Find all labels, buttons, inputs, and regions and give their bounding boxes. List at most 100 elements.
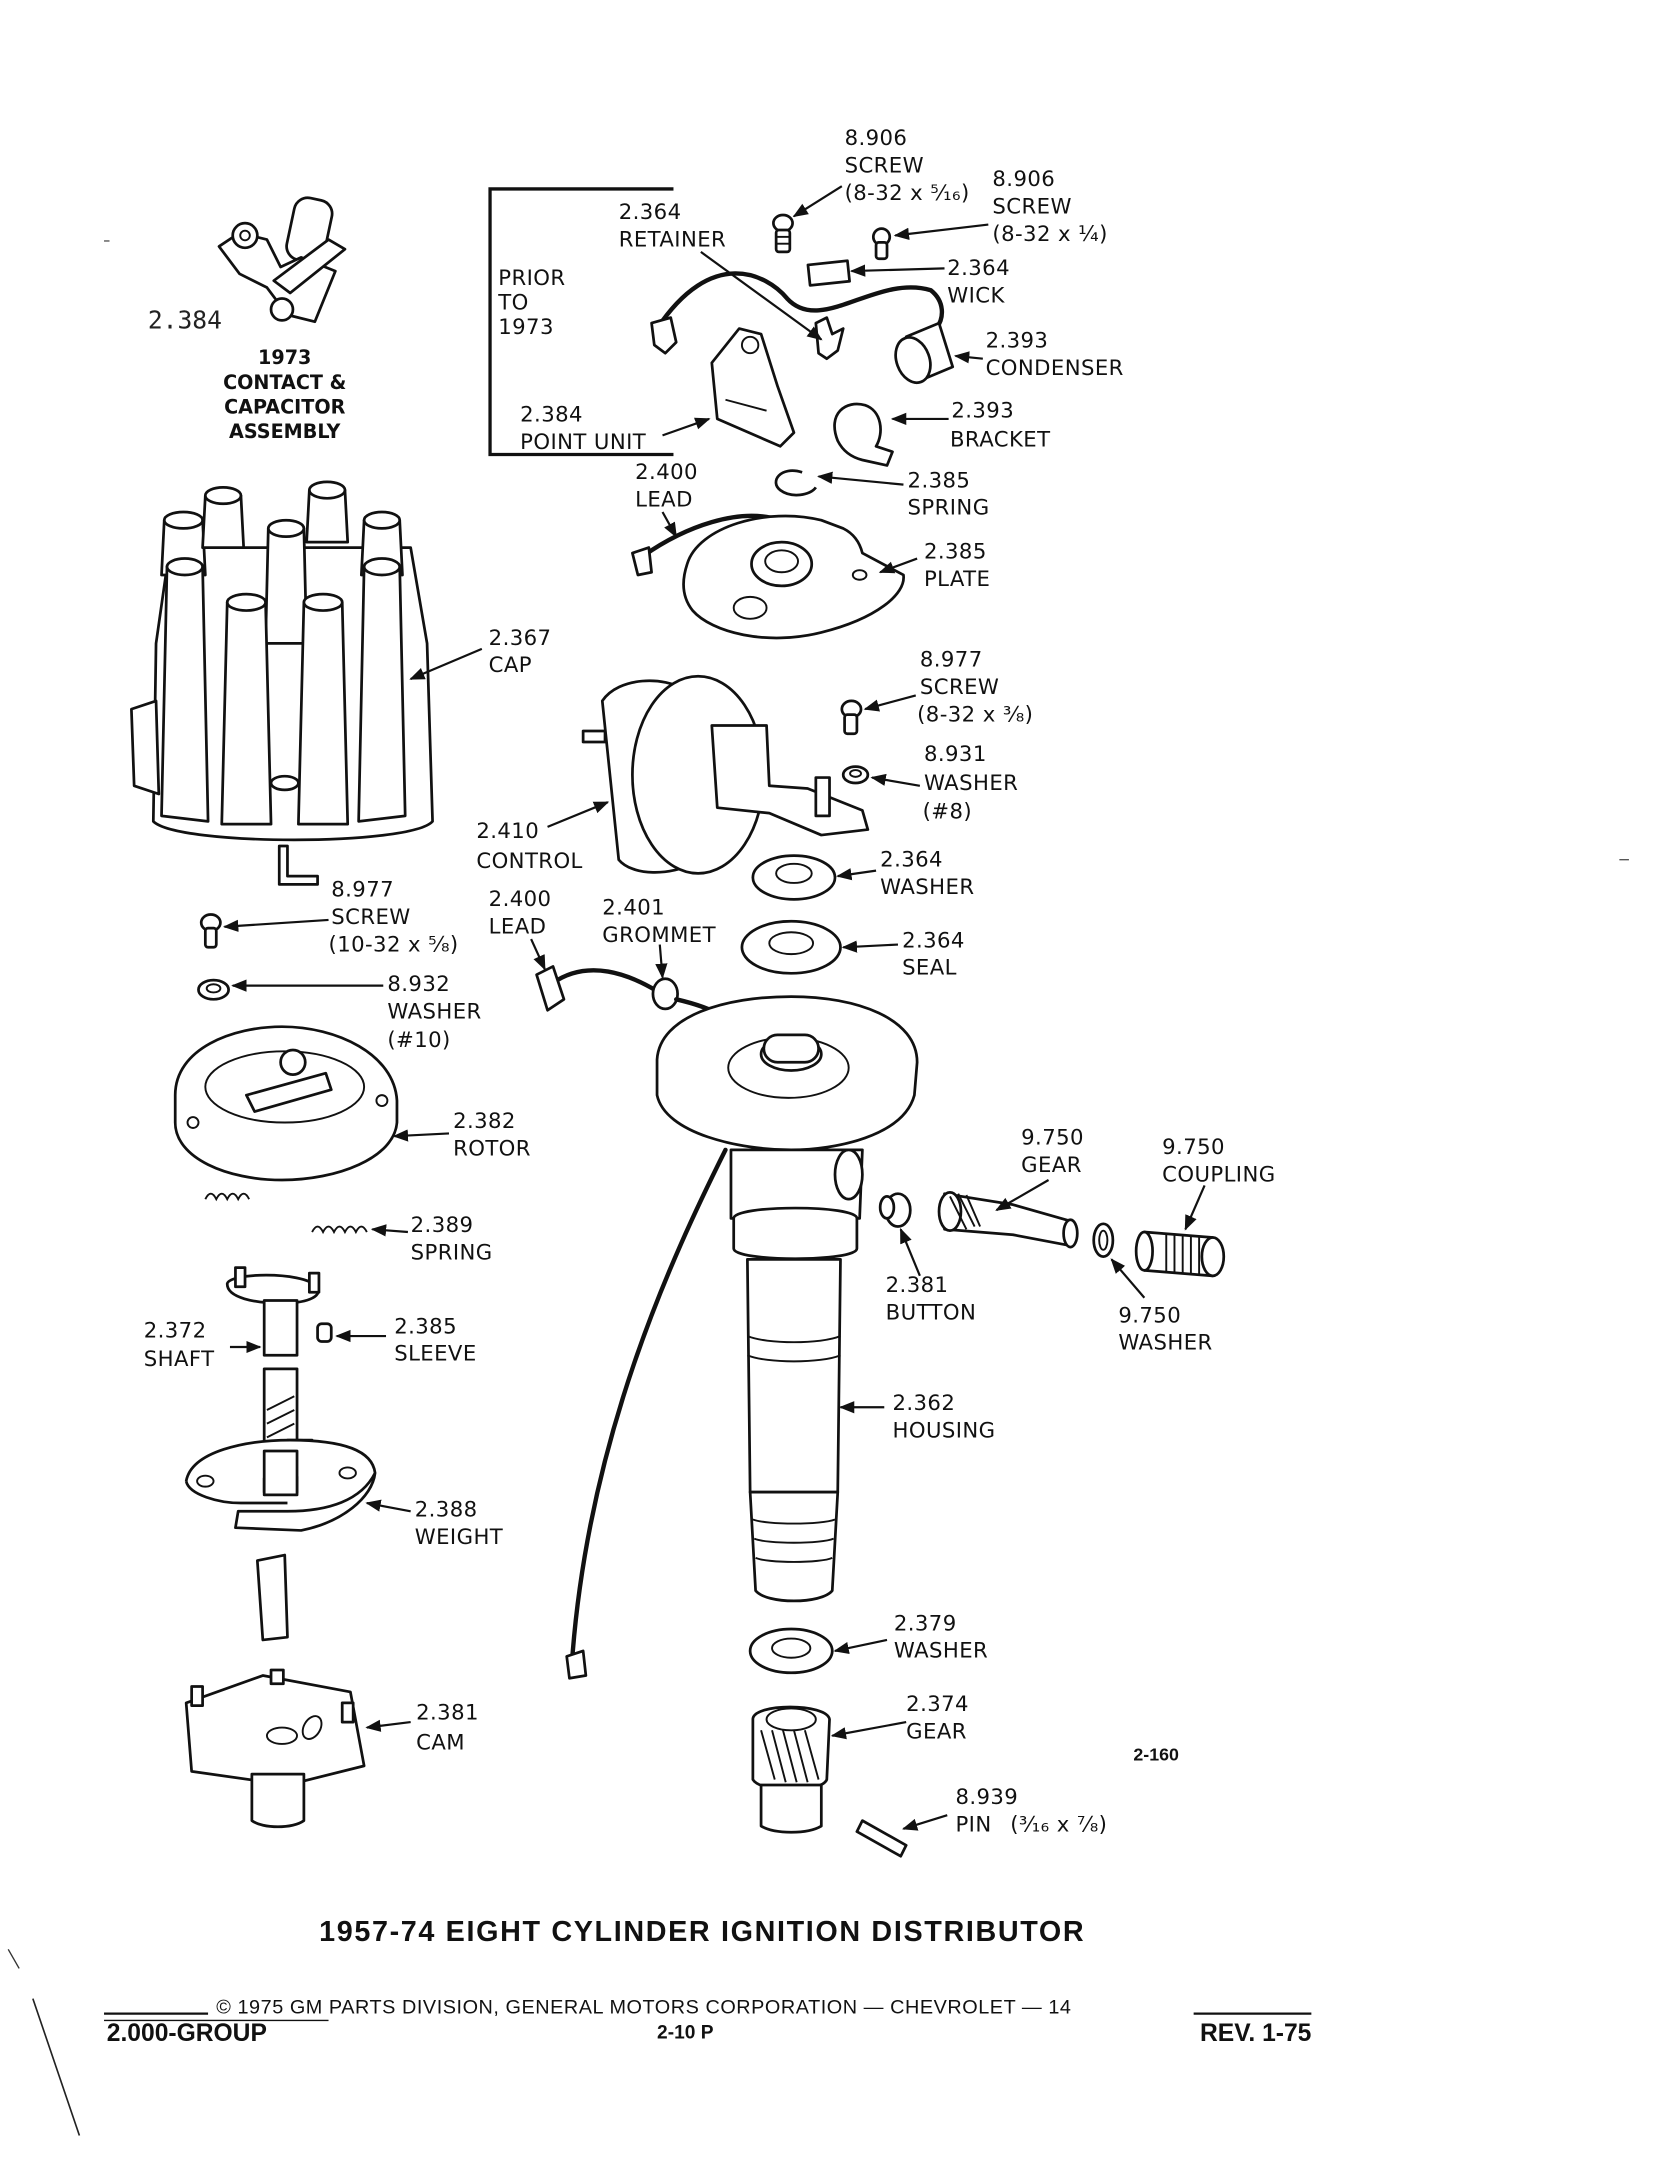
plate-number: 2.385 bbox=[924, 540, 987, 565]
cap-name: CAP bbox=[489, 653, 532, 678]
footer-revision: REV. 1-75 bbox=[1200, 2020, 1312, 2047]
washer-9750-number: 9.750 bbox=[1118, 1303, 1181, 1328]
weight-number: 2.388 bbox=[415, 1498, 478, 1523]
seal-icon bbox=[740, 919, 842, 975]
bracket-name: BRACKET bbox=[950, 427, 1051, 452]
spring-weight-number: 2.389 bbox=[411, 1213, 474, 1238]
sleeve-name: SLEEVE bbox=[394, 1342, 476, 1367]
vacuum-control-icon bbox=[581, 674, 870, 875]
washer-8932-size: (#10) bbox=[387, 1028, 450, 1053]
assembly-1973-caption-4: ASSEMBLY bbox=[229, 420, 342, 443]
part-condenser: 2.393 CONDENSER bbox=[650, 271, 1124, 385]
footer-copyright: © 1975 GM PARTS DIVISION, GENERAL MOTORS… bbox=[216, 1997, 1071, 2019]
contact-capacitor-assembly-1973: 2.384 1973 CONTACT & CAPACITOR ASSEMBLY bbox=[148, 196, 346, 443]
assembly-1973-caption-2: CONTACT & bbox=[223, 371, 346, 394]
part-button: 2.381 BUTTON bbox=[878, 1192, 977, 1326]
gear-2374-name: GEAR bbox=[906, 1719, 967, 1744]
part-washer-8932: 8.932 WASHER (#10) bbox=[197, 972, 481, 1053]
coupling-name: COUPLING bbox=[1162, 1162, 1275, 1187]
prior-1973-inset: PRIOR TO 1973 bbox=[488, 187, 674, 457]
part-gear-2374: 2.374 GEAR bbox=[751, 1692, 969, 1834]
inset-note-line-3: 1973 bbox=[498, 315, 554, 340]
part-coupling: 9.750 COUPLING bbox=[1134, 1135, 1275, 1278]
part-gear-9750: 9.750 GEAR bbox=[937, 1125, 1084, 1249]
screw-8906-b-number: 8.906 bbox=[992, 167, 1055, 192]
control-number: 2.410 bbox=[476, 819, 539, 844]
part-screw-8977-b: 8.977 SCREW (10-32 x ⁵⁄₈) bbox=[199, 878, 459, 957]
part-sleeve: 2.385 SLEEVE bbox=[316, 1314, 476, 1367]
part-washer-2379: 2.379 WASHER bbox=[748, 1611, 988, 1675]
part-control: 2.410 CONTROL bbox=[476, 674, 870, 875]
part-bracket: 2.393 BRACKET bbox=[833, 399, 1051, 467]
scan-artifacts bbox=[7, 240, 1629, 2136]
washer-8932-name: WASHER bbox=[387, 999, 481, 1024]
part-pin: 8.939 PIN (³⁄₁₆ x ⁷⁄₈) bbox=[855, 1785, 1107, 1858]
condenser-name: CONDENSER bbox=[986, 356, 1124, 381]
spring-plate-number: 2.385 bbox=[908, 468, 971, 493]
grommet-icon bbox=[651, 977, 679, 1011]
screw-icon bbox=[772, 213, 794, 254]
coil-spring-icon bbox=[204, 1192, 368, 1235]
lead-upper-number: 2.400 bbox=[635, 460, 698, 485]
wire-terminal-icon bbox=[535, 965, 566, 1012]
screw-8977-b-size: (10-32 x ⁵⁄₈) bbox=[329, 932, 459, 957]
point-unit-icon bbox=[710, 327, 796, 448]
gear-9750-number: 9.750 bbox=[1021, 1125, 1084, 1150]
shaft-number: 2.372 bbox=[144, 1318, 207, 1343]
lead-lower-number: 2.400 bbox=[489, 887, 552, 912]
wire-terminal-icon bbox=[565, 1649, 588, 1680]
screw-8977-a-name: SCREW bbox=[920, 675, 999, 700]
screw-8906-b-size: (8-32 x ¼) bbox=[992, 222, 1107, 247]
part-lead-lower: 2.400 LEAD bbox=[489, 887, 728, 1680]
seal-name: SEAL bbox=[902, 956, 957, 981]
condenser-number: 2.393 bbox=[986, 329, 1049, 354]
screw-icon bbox=[840, 699, 863, 736]
cam-name: CAM bbox=[416, 1730, 465, 1755]
pin-name: PIN bbox=[955, 1813, 991, 1838]
washer-8931-number: 8.931 bbox=[924, 742, 987, 767]
cam-plate-icon bbox=[184, 1668, 366, 1829]
washer-icon bbox=[751, 854, 837, 901]
coupling-number: 9.750 bbox=[1162, 1135, 1225, 1160]
part-rotor: 2.382 ROTOR bbox=[173, 1025, 531, 1182]
part-seal: 2.364 SEAL bbox=[740, 919, 965, 981]
shaft-name: SHAFT bbox=[144, 1347, 215, 1372]
lead-lower-name: LEAD bbox=[489, 915, 547, 940]
weight-plate-icon bbox=[184, 1438, 377, 1532]
part-screw-8906-a: 8.906 SCREW (8-32 x ⁵⁄₁₆) bbox=[772, 126, 969, 254]
washer-8931-name: WASHER bbox=[924, 771, 1018, 796]
button-name: BUTTON bbox=[886, 1301, 977, 1326]
screw-8906-a-name: SCREW bbox=[845, 154, 924, 179]
wire-terminal-icon bbox=[631, 546, 653, 577]
pin-number: 8.939 bbox=[955, 1785, 1018, 1810]
part-cam: 2.381 CAM bbox=[184, 1668, 478, 1829]
lead-lower-wire bbox=[550, 968, 660, 994]
assembly-1973-number: 2.384 bbox=[148, 306, 222, 335]
part-spring-weight: 2.389 SPRING bbox=[204, 1192, 492, 1265]
point-unit-number: 2.384 bbox=[520, 403, 583, 428]
washer-2364-name: WASHER bbox=[880, 875, 974, 900]
coupling-icon bbox=[1134, 1230, 1226, 1278]
point-unit-name: POINT UNIT bbox=[520, 430, 647, 455]
distributor-cap-icon bbox=[130, 480, 434, 886]
rotor-name: ROTOR bbox=[453, 1136, 531, 1161]
washer-8932-number: 8.932 bbox=[387, 972, 450, 997]
seal-number: 2.364 bbox=[902, 928, 965, 953]
distributor-gear-icon bbox=[751, 1705, 831, 1834]
screw-8977-a-number: 8.977 bbox=[920, 648, 983, 673]
screw-8906-a-number: 8.906 bbox=[845, 126, 908, 151]
footer: © 1975 GM PARTS DIVISION, GENERAL MOTORS… bbox=[104, 1997, 1312, 2047]
plate-name: PLATE bbox=[924, 567, 990, 592]
distributor-housing-icon bbox=[655, 995, 919, 1603]
screw-8977-b-name: SCREW bbox=[331, 905, 410, 930]
control-name: CONTROL bbox=[476, 849, 582, 874]
drive-gear-icon bbox=[937, 1190, 1079, 1249]
washer-8931-size: (#8) bbox=[923, 800, 972, 825]
washer-9750-name: WASHER bbox=[1118, 1331, 1212, 1356]
washer-icon bbox=[1092, 1222, 1115, 1259]
wick-name: WICK bbox=[947, 284, 1005, 309]
retainer-name: RETAINER bbox=[619, 227, 726, 252]
pin-icon bbox=[855, 1819, 908, 1858]
page-title: 1957-74 EIGHT CYLINDER IGNITION DISTRIBU… bbox=[319, 1916, 1085, 1948]
